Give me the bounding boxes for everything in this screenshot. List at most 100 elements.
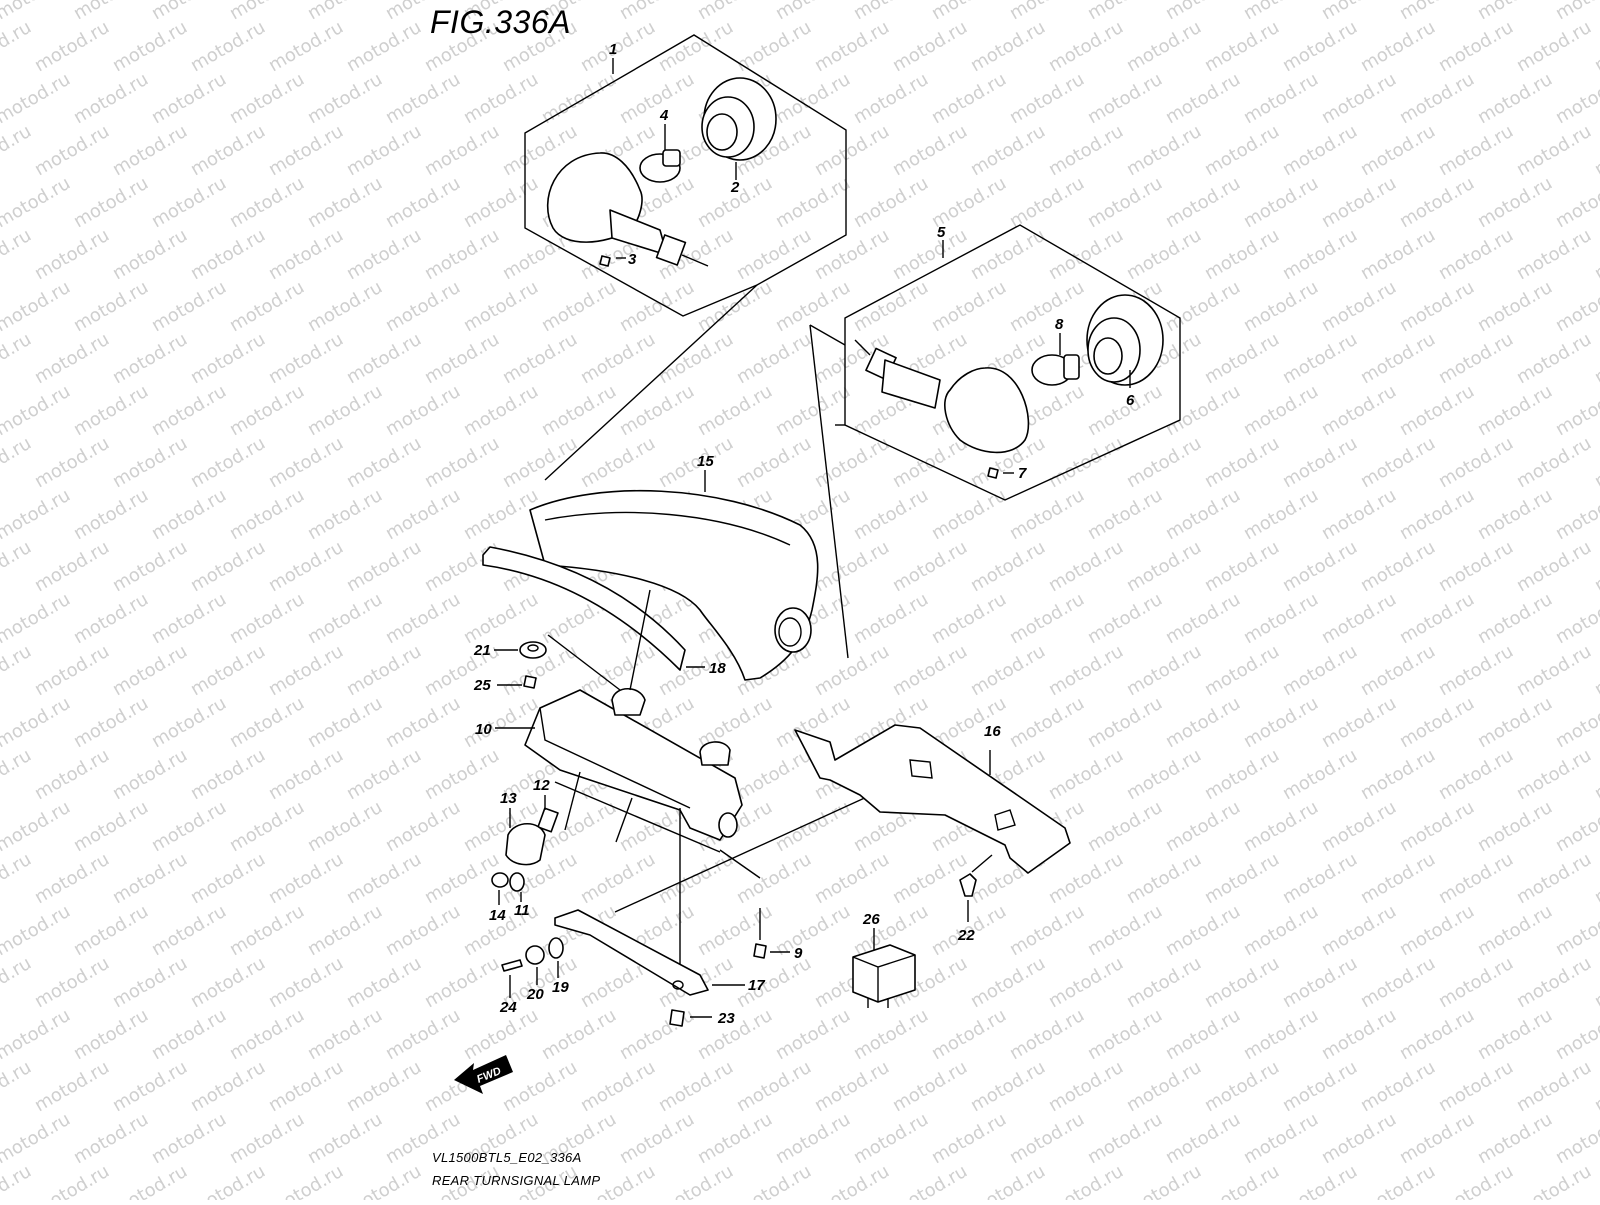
screw-24 [501,959,523,972]
watermark-text: motod.ru [1396,901,1478,960]
watermark-text: motod.ru [1279,953,1361,1012]
watermark-text: motod.ru [31,641,113,700]
watermark-text: motod.ru [1513,121,1595,180]
watermark-text: motod.ru [1435,121,1517,180]
watermark-text: motod.ru [538,277,620,336]
watermark-text: motod.ru [1396,1005,1478,1064]
nut-14 [491,872,509,888]
watermark-text: motod.ru [70,1109,152,1168]
watermark-text: motod.ru [655,433,737,492]
watermark-text: motod.ru [70,901,152,960]
watermark-text: motod.ru [265,953,347,1012]
part-number-18: 18 [709,660,726,677]
watermark-text: motod.ru [1591,745,1600,804]
watermark-text: motod.ru [304,1005,386,1064]
watermark-text: motod.ru [577,433,659,492]
part-number-23: 23 [717,1010,735,1027]
watermark-text: motod.ru [1435,641,1517,700]
bracket-10-clamp-b [699,741,731,766]
watermark-text: motod.ru [1318,69,1400,128]
watermark-text: motod.ru [1357,17,1439,76]
watermark-text: motod.ru [655,17,737,76]
watermark-text: motod.ru [31,745,113,804]
watermark-text: motod.ru [811,537,893,596]
bolt-9 [753,943,767,959]
watermark-text: motod.ru [1006,693,1088,752]
watermark-text: motod.ru [1513,329,1595,388]
part-number-19: 19 [552,979,569,996]
watermark-text: motod.ru [31,1161,113,1200]
grommet-21 [519,641,547,659]
stay-17 [554,909,709,996]
watermark-text: motod.ru [889,121,971,180]
watermark-text: motod.ru [1279,225,1361,284]
watermark-text: motod.ru [1318,901,1400,960]
watermark-text: motod.ru [655,1057,737,1116]
watermark-text: motod.ru [460,381,542,440]
watermark-text: motod.ru [0,1057,35,1116]
bulb-8-base [1063,354,1080,380]
watermark-text: motod.ru [1318,589,1400,648]
watermark-text: motod.ru [1513,849,1595,908]
link-line-left [544,284,758,481]
watermark-text: motod.ru [1591,953,1600,1012]
watermark-text: motod.ru [928,0,1010,24]
assembly-line-f [554,781,721,853]
watermark-text: motod.ru [421,641,503,700]
watermark-text: motod.ru [1240,589,1322,648]
watermark-text: motod.ru [772,69,854,128]
watermark-text: motod.ru [1084,69,1166,128]
grommet-21-hole [527,644,539,652]
watermark-text: motod.ru [1045,1057,1127,1116]
watermark-text: motod.ru [1513,433,1595,492]
watermark-text: motod.ru [1123,849,1205,908]
watermark-text: motod.ru [148,1005,230,1064]
watermark-text: motod.ru [1552,173,1600,232]
watermark-text: motod.ru [1162,277,1244,336]
watermark-text: motod.ru [772,797,854,856]
watermark-text: motod.ru [1045,745,1127,804]
watermark-text: motod.ru [967,537,1049,596]
watermark-text: motod.ru [1279,121,1361,180]
watermark-text: motod.ru [1240,797,1322,856]
watermark-text: motod.ru [811,1161,893,1200]
watermark-text: motod.ru [1435,17,1517,76]
watermark-text: motod.ru [265,849,347,908]
watermark-text: motod.ru [616,69,698,128]
watermark-text: motod.ru [0,797,74,856]
watermark-text: motod.ru [31,1057,113,1116]
watermark-text: motod.ru [1279,641,1361,700]
watermark-text: motod.ru [1396,69,1478,128]
watermark-text: motod.ru [1357,745,1439,804]
bracket-10-hole [718,812,738,838]
watermark-text: motod.ru [109,225,191,284]
watermark-text: motod.ru [1006,69,1088,128]
watermark-text: motod.ru [1045,121,1127,180]
watermark-text: motod.ru [1240,381,1322,440]
watermark-text: motod.ru [928,589,1010,648]
watermark-text: motod.ru [1474,1005,1556,1064]
watermark-text: motod.ru [1552,1005,1600,1064]
watermark-text: motod.ru [1513,17,1595,76]
watermark-text: motod.ru [1435,953,1517,1012]
watermark-text: motod.ru [889,641,971,700]
watermark-text: motod.ru [304,173,386,232]
watermark-text: motod.ru [148,693,230,752]
watermark-text: motod.ru [1552,589,1600,648]
watermark-text: motod.ru [148,0,230,24]
watermark-text: motod.ru [304,69,386,128]
watermark-text: motod.ru [1435,1161,1517,1200]
watermark-text: motod.ru [31,849,113,908]
watermark-text: motod.ru [226,173,308,232]
watermark-text: motod.ru [1201,433,1283,492]
watermark-text: motod.ru [187,433,269,492]
watermark-text: motod.ru [109,953,191,1012]
watermark-text: motod.ru [1591,433,1600,492]
watermark-text: motod.ru [1045,225,1127,284]
part-number-13: 13 [500,790,517,807]
watermark-text: motod.ru [226,1109,308,1168]
watermark-text: motod.ru [1084,797,1166,856]
watermark-text: motod.ru [109,1057,191,1116]
fender-15-edge [544,511,791,546]
left-turnsignal-group [524,34,847,317]
